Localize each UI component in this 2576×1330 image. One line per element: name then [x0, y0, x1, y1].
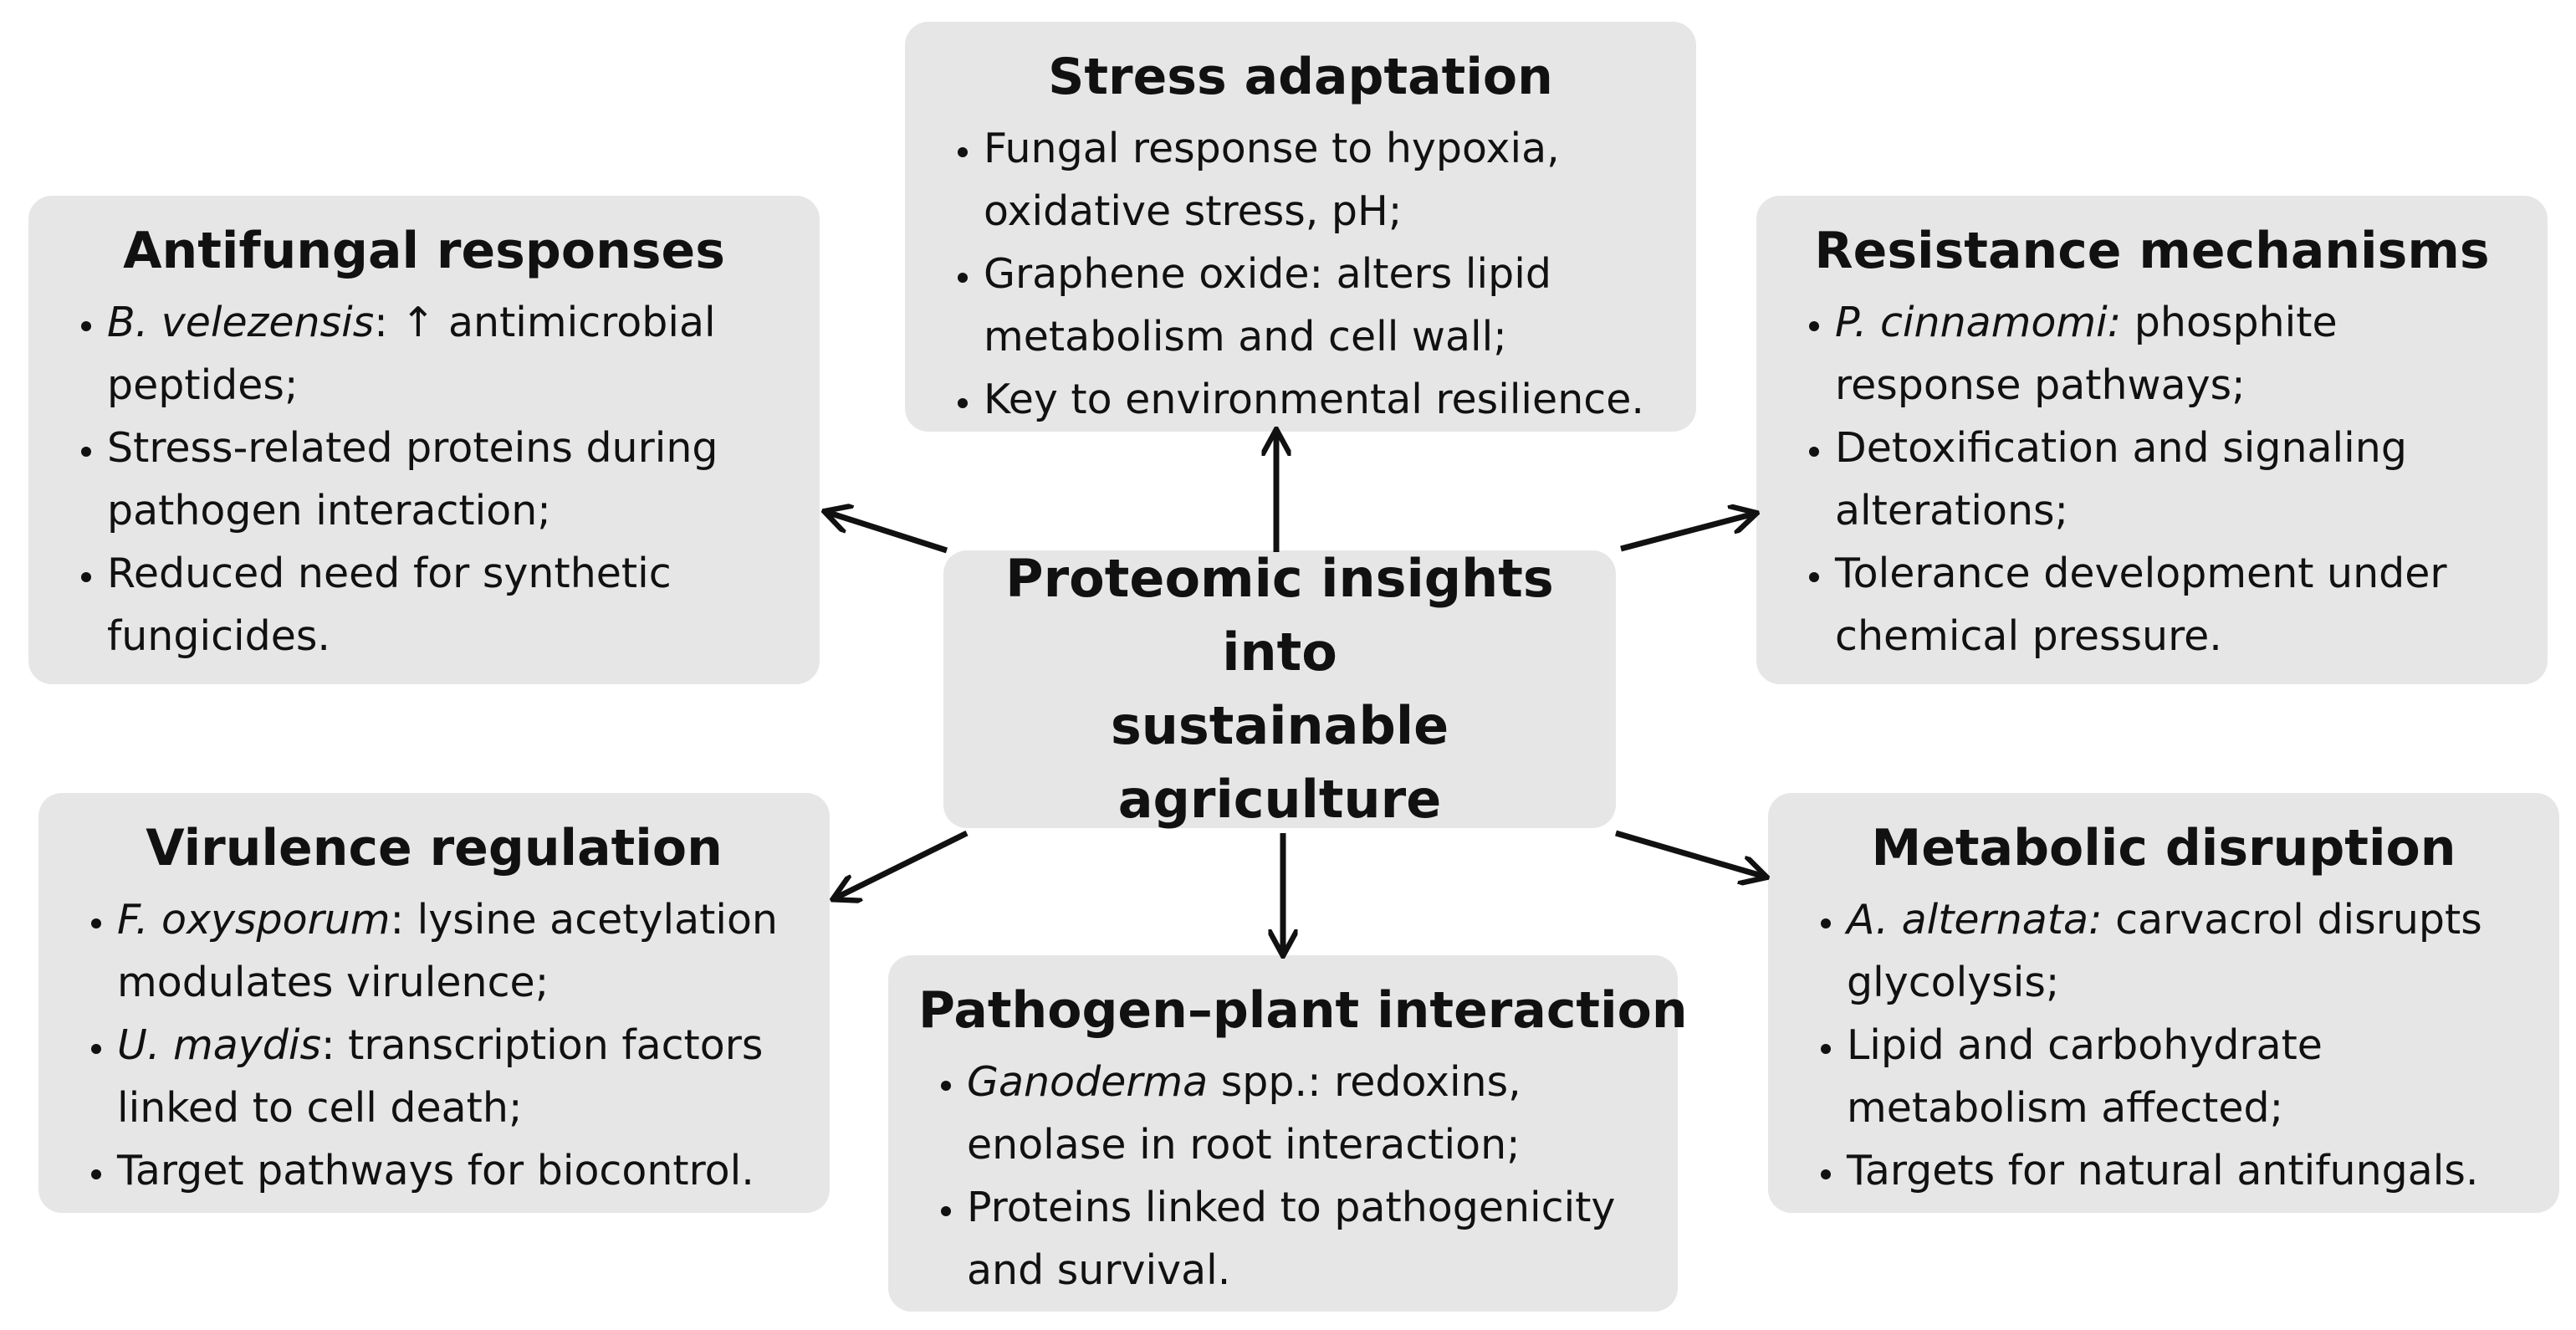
- list-item: B. velezensis: ↑ antimicrobial peptides;: [107, 291, 790, 417]
- list-item: Stress-related proteins during pathogen …: [107, 417, 790, 542]
- list-item: U. maydis: transcription factors linked …: [117, 1014, 800, 1139]
- list-item: Detoxification and signaling alterations…: [1835, 417, 2517, 542]
- arrow-to-resistance-mechanisms: [1620, 514, 1755, 552]
- species-name: P. cinnamomi:: [1835, 299, 2122, 346]
- stress-adaptation-box: Stress adaptation Fungal response to hyp…: [905, 22, 1696, 432]
- virulence-regulation-list: F. oxysporum: lysine acetylation modulat…: [77, 888, 800, 1202]
- species-name: A. alternata:: [1847, 896, 2103, 944]
- list-item: Tolerance development under chemical pre…: [1835, 542, 2517, 668]
- antifungal-responses-box: Antifungal responses B. velezensis: ↑ an…: [28, 196, 820, 684]
- arrow-to-metabolic-disruption: [1615, 830, 1765, 877]
- species-name: B. velezensis: [107, 299, 375, 346]
- antifungal-responses-title: Antifungal responses: [123, 222, 725, 280]
- list-item: Lipid and carbohydrate metabolism affect…: [1847, 1014, 2529, 1139]
- list-item: Fungal response to hypoxia, oxidative st…: [984, 117, 1666, 243]
- resistance-mechanisms-list: P. cinnamomi: phosphite response pathway…: [1795, 291, 2517, 668]
- antifungal-responses-list: B. velezensis: ↑ antimicrobial peptides;…: [67, 291, 790, 668]
- list-item: Graphene oxide: alters lipid metabolism …: [984, 243, 1666, 368]
- list-item: F. oxysporum: lysine acetylation modulat…: [117, 888, 800, 1014]
- metabolic-disruption-list: A. alternata: carvacrol disrupts glycoly…: [1807, 888, 2529, 1202]
- pathogen-plant-interaction-box: Pathogen–plant interaction Ganoderma spp…: [888, 955, 1688, 1312]
- list-item: A. alternata: carvacrol disrupts glycoly…: [1847, 888, 2529, 1014]
- list-item: Reduced need for synthetic fungicides.: [107, 542, 790, 668]
- list-item: Proteins linked to pathogenicity and sur…: [967, 1176, 1648, 1302]
- stress-adaptation-title: Stress adaptation: [1048, 48, 1553, 106]
- species-name: U. maydis: [117, 1021, 322, 1069]
- list-item: Ganoderma spp.: redoxins, enolase in roo…: [967, 1051, 1648, 1176]
- pathogen-plant-interaction-list: Ganoderma spp.: redoxins, enolase in roo…: [927, 1051, 1648, 1302]
- species-name: F. oxysporum: [117, 896, 391, 944]
- central-topic-box: Proteomic insights into sustainable agri…: [943, 548, 1616, 830]
- metabolic-disruption-title: Metabolic disruption: [1871, 819, 2456, 877]
- virulence-regulation-title: Virulence regulation: [146, 819, 723, 877]
- list-item: Key to environmental resilience.: [984, 368, 1666, 431]
- metabolic-disruption-box: Metabolic disruption A. alternata: carva…: [1768, 793, 2559, 1213]
- stress-adaptation-list: Fungal response to hypoxia, oxidative st…: [943, 117, 1666, 431]
- resistance-mechanisms-title: Resistance mechanisms: [1814, 222, 2490, 280]
- resistance-mechanisms-box: Resistance mechanisms P. cinnamomi: phos…: [1756, 196, 2548, 684]
- arrow-to-antifungal-responses: [826, 512, 948, 554]
- list-item: Targets for natural antifungals.: [1847, 1139, 2529, 1202]
- central-topic-title: Proteomic insights into sustainable agri…: [1005, 548, 1554, 830]
- virulence-regulation-box: Virulence regulation F. oxysporum: lysin…: [38, 793, 830, 1213]
- list-item: Target pathways for biocontrol.: [117, 1139, 800, 1202]
- arrow-to-virulence-regulation: [835, 830, 969, 898]
- pathogen-plant-interaction-title: Pathogen–plant interaction: [918, 981, 1688, 1040]
- species-name: Ganoderma: [967, 1058, 1209, 1106]
- list-item: P. cinnamomi: phosphite response pathway…: [1835, 291, 2517, 417]
